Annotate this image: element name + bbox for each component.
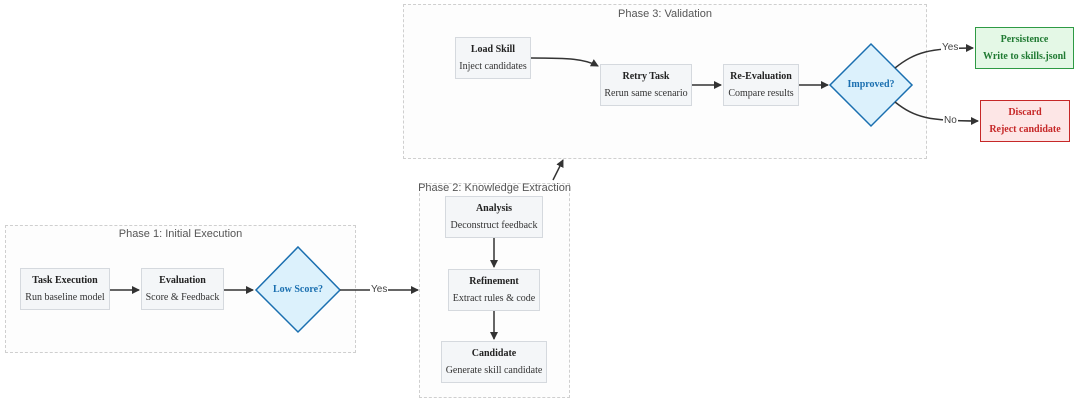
edge-improved-to-discard	[894, 101, 979, 125]
task-execution-subtitle: Run baseline model	[25, 291, 105, 303]
evaluation-title: Evaluation	[159, 274, 206, 286]
evaluation-subtitle: Score & Feedback	[145, 291, 220, 303]
persistence-subtitle: Write to skills.jsonl	[983, 50, 1066, 62]
analysis-node[interactable]: Analysis Deconstruct feedback	[445, 196, 543, 238]
phase-3-title: Phase 3: Validation	[618, 8, 712, 20]
phase-1-title: Phase 1: Initial Execution	[118, 228, 243, 240]
improved-yes-label: Yes	[941, 42, 960, 54]
candidate-title: Candidate	[471, 347, 517, 359]
retry-task-node[interactable]: Retry Task Rerun same scenario	[600, 64, 692, 106]
discard-subtitle: Reject candidate	[989, 123, 1061, 135]
analysis-subtitle: Deconstruct feedback	[450, 219, 538, 231]
re-evaluation-node[interactable]: Re-Evaluation Compare results	[723, 64, 799, 106]
re-evaluation-title: Re-Evaluation	[730, 70, 792, 82]
persistence-title: Persistence	[1000, 33, 1049, 45]
low-score-diamond	[254, 245, 342, 334]
edge-loadskill-to-retry	[530, 57, 599, 67]
task-execution-node[interactable]: Task Execution Run baseline model	[20, 268, 110, 310]
refinement-node[interactable]: Refinement Extract rules & code	[448, 269, 540, 311]
candidate-node[interactable]: Candidate Generate skill candidate	[441, 341, 547, 383]
evaluation-node[interactable]: Evaluation Score & Feedback	[141, 268, 224, 310]
load-skill-subtitle: Inject candidates	[459, 60, 527, 72]
edge-improved-to-persistence	[894, 44, 974, 69]
edge-phase2-to-phase3	[552, 159, 564, 181]
persistence-node[interactable]: Persistence Write to skills.jsonl	[975, 27, 1074, 69]
retry-task-subtitle: Rerun same scenario	[604, 87, 688, 99]
discard-node[interactable]: Discard Reject candidate	[980, 100, 1070, 142]
discard-title: Discard	[1008, 106, 1042, 118]
analysis-title: Analysis	[475, 202, 513, 214]
candidate-subtitle: Generate skill candidate	[445, 364, 543, 376]
improved-diamond	[828, 42, 914, 128]
improved-no-label: No	[943, 115, 958, 127]
task-execution-title: Task Execution	[32, 274, 98, 286]
re-evaluation-subtitle: Compare results	[728, 87, 794, 99]
low-score-label: Low Score?	[272, 284, 324, 295]
improved-label: Improved?	[847, 79, 895, 90]
load-skill-node[interactable]: Load Skill Inject candidates	[455, 37, 531, 79]
load-skill-title: Load Skill	[470, 43, 516, 55]
phase-2-title: Phase 2: Knowledge Extraction	[418, 182, 571, 194]
retry-task-title: Retry Task	[622, 70, 670, 82]
refinement-title: Refinement	[469, 275, 519, 287]
low-score-yes-label: Yes	[370, 284, 389, 296]
refinement-subtitle: Extract rules & code	[452, 292, 536, 304]
